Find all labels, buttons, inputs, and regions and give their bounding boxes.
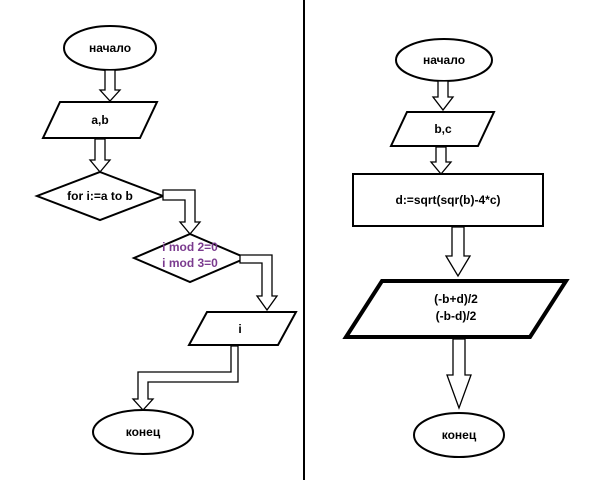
left-output-label: i xyxy=(238,322,241,336)
right-output-label-2: (-b-d)/2 xyxy=(436,309,477,323)
left-arrow-input-loop xyxy=(88,138,112,174)
right-process-label: d:=sqrt(sqr(b)-4*c) xyxy=(395,193,500,207)
right-process-box xyxy=(352,173,544,227)
left-arrow-output-end xyxy=(131,345,239,411)
left-arrow-loop-condition xyxy=(162,189,202,236)
right-arrow-output-end xyxy=(446,338,472,410)
left-arrow-start-input xyxy=(98,69,122,102)
left-end-terminal xyxy=(92,409,194,455)
right-arrow-start-input xyxy=(431,80,455,112)
left-condition-label-1: i mod 2=0 xyxy=(162,240,218,254)
right-end-label: конец xyxy=(442,428,477,442)
left-input-box xyxy=(41,101,159,139)
right-input-box xyxy=(389,111,496,147)
right-input-label: b,c xyxy=(434,122,452,136)
right-end-terminal xyxy=(413,412,505,458)
right-flowchart: начало b,c d:=sqrt(sqr(b)-4*c) (-b+d)/2 … xyxy=(342,38,570,458)
left-condition-label-2: i mod 3=0 xyxy=(162,256,218,270)
left-arrow-condition-output xyxy=(239,254,279,312)
left-condition-diamond xyxy=(131,232,249,284)
left-end-label: конец xyxy=(126,425,161,439)
right-output-label-1: (-b+d)/2 xyxy=(434,292,478,306)
left-loop-diamond xyxy=(34,170,166,222)
left-loop-label: for i:=a to b xyxy=(67,189,133,203)
right-arrow-input-process xyxy=(429,146,453,176)
left-input-label: a,b xyxy=(91,113,108,127)
left-flowchart: начало a,b for i:=a to b i mod 2=0 i mod… xyxy=(34,25,298,455)
right-arrow-process-output xyxy=(444,226,472,278)
left-output-box xyxy=(187,311,298,346)
left-start-label: начало xyxy=(89,41,131,55)
right-output-box xyxy=(342,279,570,339)
right-start-label: начало xyxy=(423,53,465,67)
